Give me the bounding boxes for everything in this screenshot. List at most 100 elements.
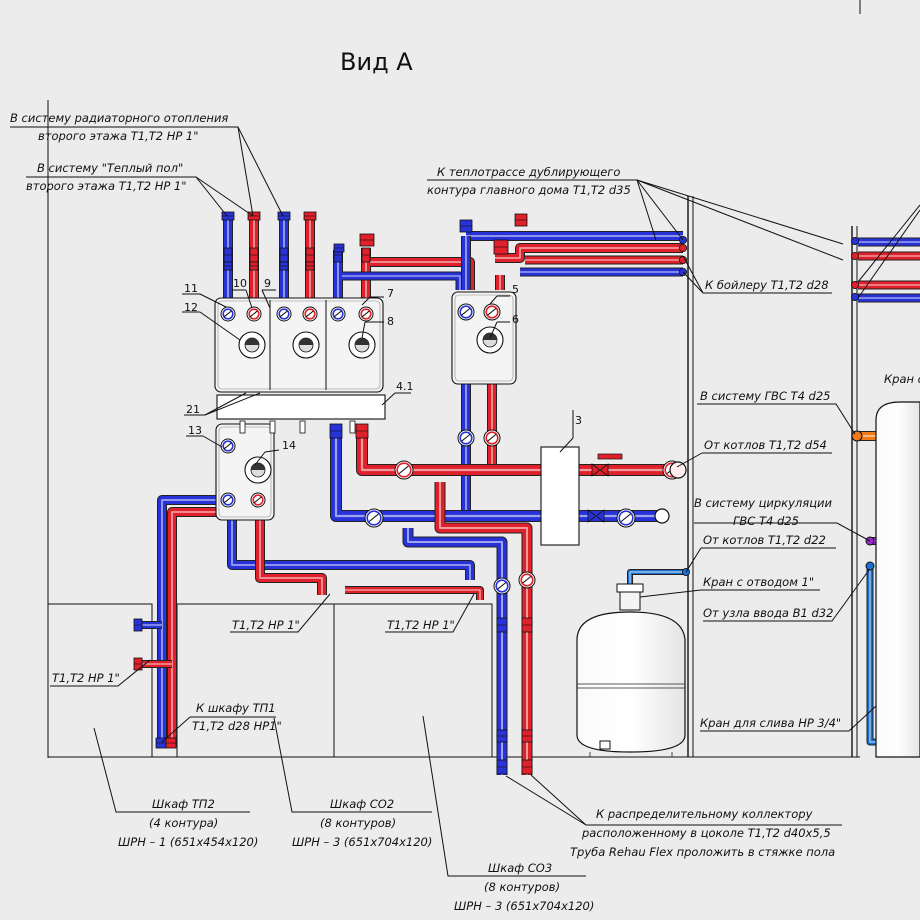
gauge-14-supply-low-needle xyxy=(253,496,262,504)
manifold-gauge-2-ring xyxy=(248,308,260,320)
gauge-13-return-low-needle xyxy=(223,496,232,504)
label-heatmain-line1: К теплотрассе дублирующего xyxy=(437,165,620,179)
label-heatmain-line2: контура главного дома Т1,Т2 d35 xyxy=(427,183,631,197)
wall-penetration-3 xyxy=(679,243,688,252)
manifold-gauge-4-ring xyxy=(304,308,316,320)
gauge-14-supply-low-ring xyxy=(252,494,264,506)
pump-14-half xyxy=(251,463,265,470)
manifold-gauge-6-ring xyxy=(360,308,372,320)
expansion-tank xyxy=(576,583,686,757)
label-circulation-line1: В систему циркуляции xyxy=(694,496,832,510)
gauge-boiler-return-needle xyxy=(620,513,631,522)
manifold-gauge-2-needle xyxy=(249,310,258,318)
label-distribution-line1: К распределительному коллектору xyxy=(596,807,813,821)
label-cabinet-co2-line3: ШРН – 3 (651х704х120) xyxy=(292,835,432,849)
label-input-node: От узла ввода В1 d32 xyxy=(703,606,833,620)
item-number-9: 9 xyxy=(264,277,271,290)
manifold-gauge-5-needle xyxy=(333,310,342,318)
ball-valve-return xyxy=(587,509,605,523)
label-floor-line2: второго этажа Т1,Т2 НР 1" xyxy=(26,179,187,193)
label-to-tp1-line2: Т1,Т2 d28 НР1" xyxy=(192,719,282,733)
tp1-supply xyxy=(256,520,326,595)
wall-penetration-7 xyxy=(851,292,860,301)
manifold-gauge-3-needle xyxy=(279,310,288,318)
collector-stub-3 xyxy=(299,420,306,434)
view-title: Вид А xyxy=(340,48,413,76)
label-cabinet-tp2-line2: (4 контура) xyxy=(149,816,218,830)
label-to-boiler: К бойлеру Т1,Т2 d28 xyxy=(705,278,829,292)
item-number-8: 8 xyxy=(387,315,394,328)
tp1-return xyxy=(228,520,474,580)
co3-supply xyxy=(345,587,483,600)
label-t1t2-a: Т1,Т2 НР 1" xyxy=(232,618,300,632)
ball-valve-supply xyxy=(591,463,609,477)
dist-supply-highlight xyxy=(439,482,528,775)
item-number-14: 14 xyxy=(282,439,296,452)
label-tap-right: Кран с xyxy=(884,372,920,386)
boiler-supply-flange xyxy=(669,461,687,479)
gauge-boiler-return-ring xyxy=(618,510,634,526)
gauge-13-return-low-ring xyxy=(222,494,234,506)
wall-penetration-9 xyxy=(851,280,860,289)
collector-4-1 xyxy=(216,394,386,420)
label-gvs: В систему ГВС Т4 d25 xyxy=(700,389,831,403)
tp1-supply-highlight xyxy=(259,520,323,595)
item-number-4-1: 4.1 xyxy=(396,380,414,393)
pump-9-half xyxy=(299,338,313,345)
gauge-return-riser-needle xyxy=(461,434,471,442)
label-t1t2-c: Т1,Т2 НР 1" xyxy=(52,671,120,685)
supply-header-highlight xyxy=(360,425,541,472)
label-cabinet-co3-line1: Шкаф СО3 xyxy=(488,861,552,875)
manifold-gauge-1-ring xyxy=(222,308,234,320)
item-number-7: 7 xyxy=(387,287,394,300)
leader-lines xyxy=(10,126,920,877)
tp1-return-highlight xyxy=(231,520,471,580)
expansion-line-highlight xyxy=(629,571,686,584)
tp1-supply-outline xyxy=(255,520,327,595)
label-cabinet-co3-line3: ШРН – 3 (651х704х120) xyxy=(454,899,594,913)
label-from-boilers-54: От котлов Т1,Т2 d54 xyxy=(704,438,827,452)
item-number-5: 5 xyxy=(512,283,519,296)
tp1-return-outline xyxy=(227,520,475,580)
wall-penetration-6 xyxy=(851,236,860,245)
manifold-gauge-1-needle xyxy=(223,310,232,318)
label-floor-line1: В систему "Теплый пол" xyxy=(37,161,183,175)
boiler-tank xyxy=(875,401,920,758)
boiler-return-flange xyxy=(654,508,670,524)
gauge-module5-return-needle xyxy=(461,308,471,316)
gauge-module5-supply-ring xyxy=(485,305,499,319)
gauge-return-header-ring xyxy=(366,510,382,526)
gauge-supply-riser-needle xyxy=(487,434,497,442)
manifold-gauge-5-ring xyxy=(332,308,344,320)
return-header-highlight xyxy=(334,430,541,518)
valve-handle xyxy=(597,453,623,460)
gauge-dist-return-ring xyxy=(495,579,509,593)
gauge-supply-header-needle xyxy=(398,465,409,474)
manifold-module-group-inner xyxy=(217,300,381,390)
label-circulation-line2: ГВС Т4 d25 xyxy=(733,514,799,528)
gauge-dist-supply-needle xyxy=(522,576,532,584)
label-cabinet-tp2-line1: Шкаф ТП2 xyxy=(152,797,215,811)
hydraulic-separator xyxy=(540,446,580,546)
gauge-supply-header-ring xyxy=(396,462,412,478)
item-number-3: 3 xyxy=(575,414,582,427)
co3-supply-highlight xyxy=(345,589,481,600)
collector-stub-1 xyxy=(239,420,246,434)
line-module3-return-highlight xyxy=(342,275,461,290)
equipment xyxy=(133,211,875,775)
gauge-dist-return-needle xyxy=(497,582,507,590)
label-distribution-line2: расположенному в цоколе Т1,Т2 d40х5,5 xyxy=(581,826,831,840)
label-radiator-line1: В систему радиаторного отопления xyxy=(10,111,228,125)
item-number-10: 10 xyxy=(233,277,247,290)
item-number-6: 6 xyxy=(512,313,519,326)
gauge-return-header-needle xyxy=(368,513,379,522)
manifold-gauge-6-needle xyxy=(361,310,370,318)
label-cabinet-co2-line1: Шкаф СО2 xyxy=(330,797,394,811)
label-cabinet-tp2-line3: ШРН – 1 (651х454х120) xyxy=(118,835,258,849)
input-valve xyxy=(865,561,875,571)
item-number-13: 13 xyxy=(188,424,202,437)
label-cabinet-co2-line2: (8 контуров) xyxy=(320,816,396,830)
gauge-module5-supply-needle xyxy=(487,308,497,316)
supply-header xyxy=(357,425,541,475)
